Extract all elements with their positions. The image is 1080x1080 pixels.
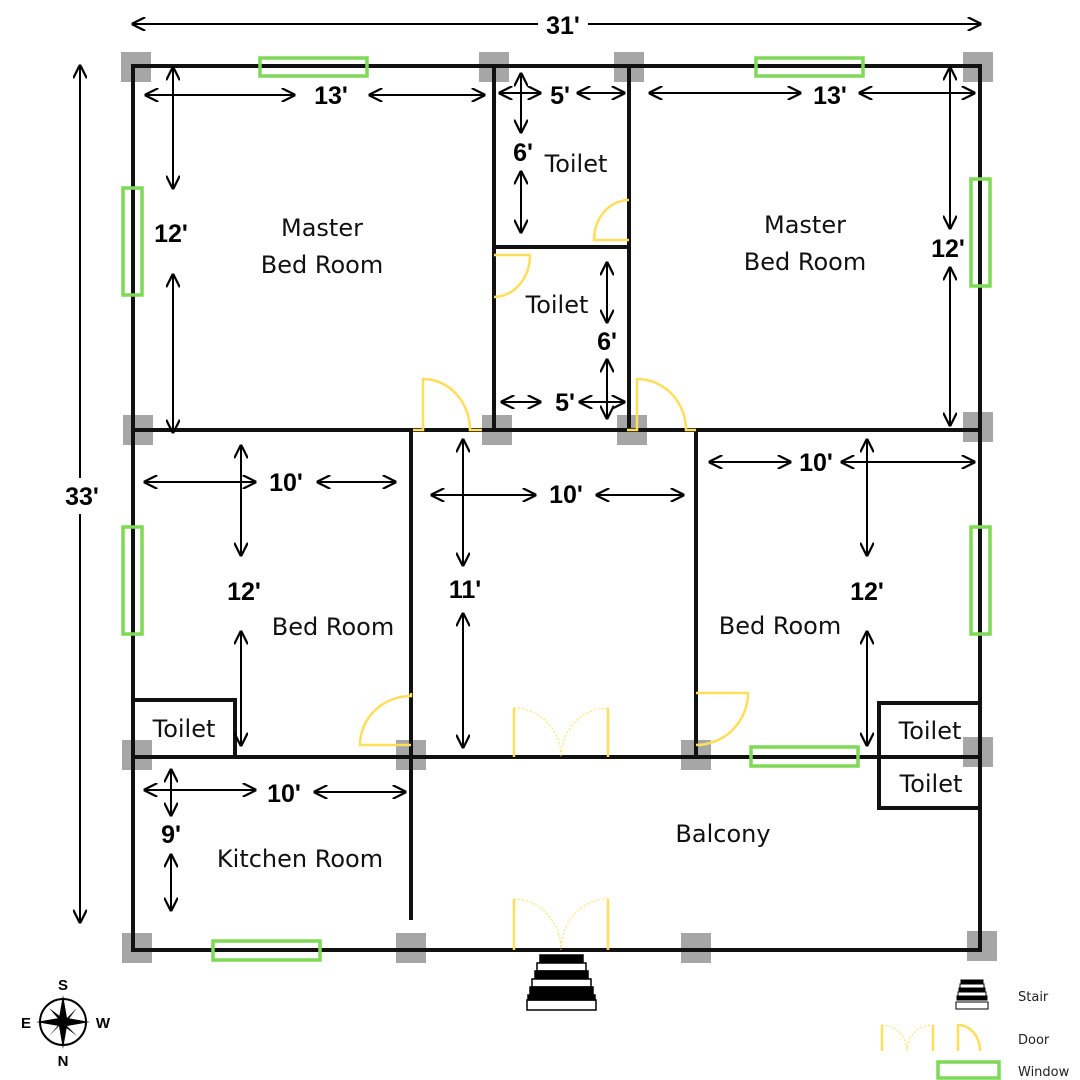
dim-label: 12' [154,220,188,248]
compass-north: N [58,1053,69,1070]
dim-label: 9' [161,821,181,849]
compass-east: E [21,1015,31,1032]
dim-label: 6' [513,139,533,167]
room-label: Bed Room [719,612,841,640]
room-label: Toilet [898,717,962,745]
dim-label: 13' [813,82,847,110]
dim-label: 12' [850,578,884,606]
dimensions: 31' 33' 13' 12' 5' 6' 5' 6' 13' 12' 10' … [62,10,980,922]
doors [358,198,750,951]
room-labels: Master Bed Room Master Bed Room Toilet T… [152,150,963,873]
dim-label: 10' [269,469,303,497]
dim-label: 11' [449,576,481,604]
room-label: Master [281,214,363,242]
room-label: Toilet [544,150,608,178]
room-label: Toilet [899,770,963,798]
walls [131,64,982,952]
compass-south: S [58,977,68,994]
legend-door-icon [880,1023,982,1052]
legend-stair-label: Stair [1018,990,1049,1005]
dim-label: 10' [549,481,583,509]
dim-total-width: 31' [546,12,580,40]
legend-window-label: Window [1018,1065,1070,1080]
dim-label: 6' [597,328,617,356]
dim-total-depth: 33' [65,483,99,511]
dim-label: 5' [550,82,570,110]
dim-label: 5' [555,389,575,417]
dim-label: 10' [267,780,301,808]
stair-icon [526,954,597,1011]
legend: Stair Door Window [880,979,1070,1080]
dim-label: 12' [931,235,965,263]
compass-icon: S E W N [21,977,111,1070]
legend-door-label: Door [1018,1033,1050,1048]
legend-window-icon [936,1060,1001,1080]
room-label: Toilet [152,715,216,743]
room-label: Bed Room [272,613,394,641]
room-label: Bed Room [261,251,383,279]
windows [121,56,992,962]
room-label: Balcony [675,820,770,848]
dim-label: 10' [799,449,833,477]
compass-west: W [96,1015,111,1032]
room-label: Bed Room [744,248,866,276]
room-label: Kitchen Room [217,845,383,873]
legend-stair-icon [955,979,989,1010]
dim-label: 13' [314,82,348,110]
dim-label: 12' [227,578,261,606]
room-label: Toilet [525,291,589,319]
room-label: Master [764,211,846,239]
